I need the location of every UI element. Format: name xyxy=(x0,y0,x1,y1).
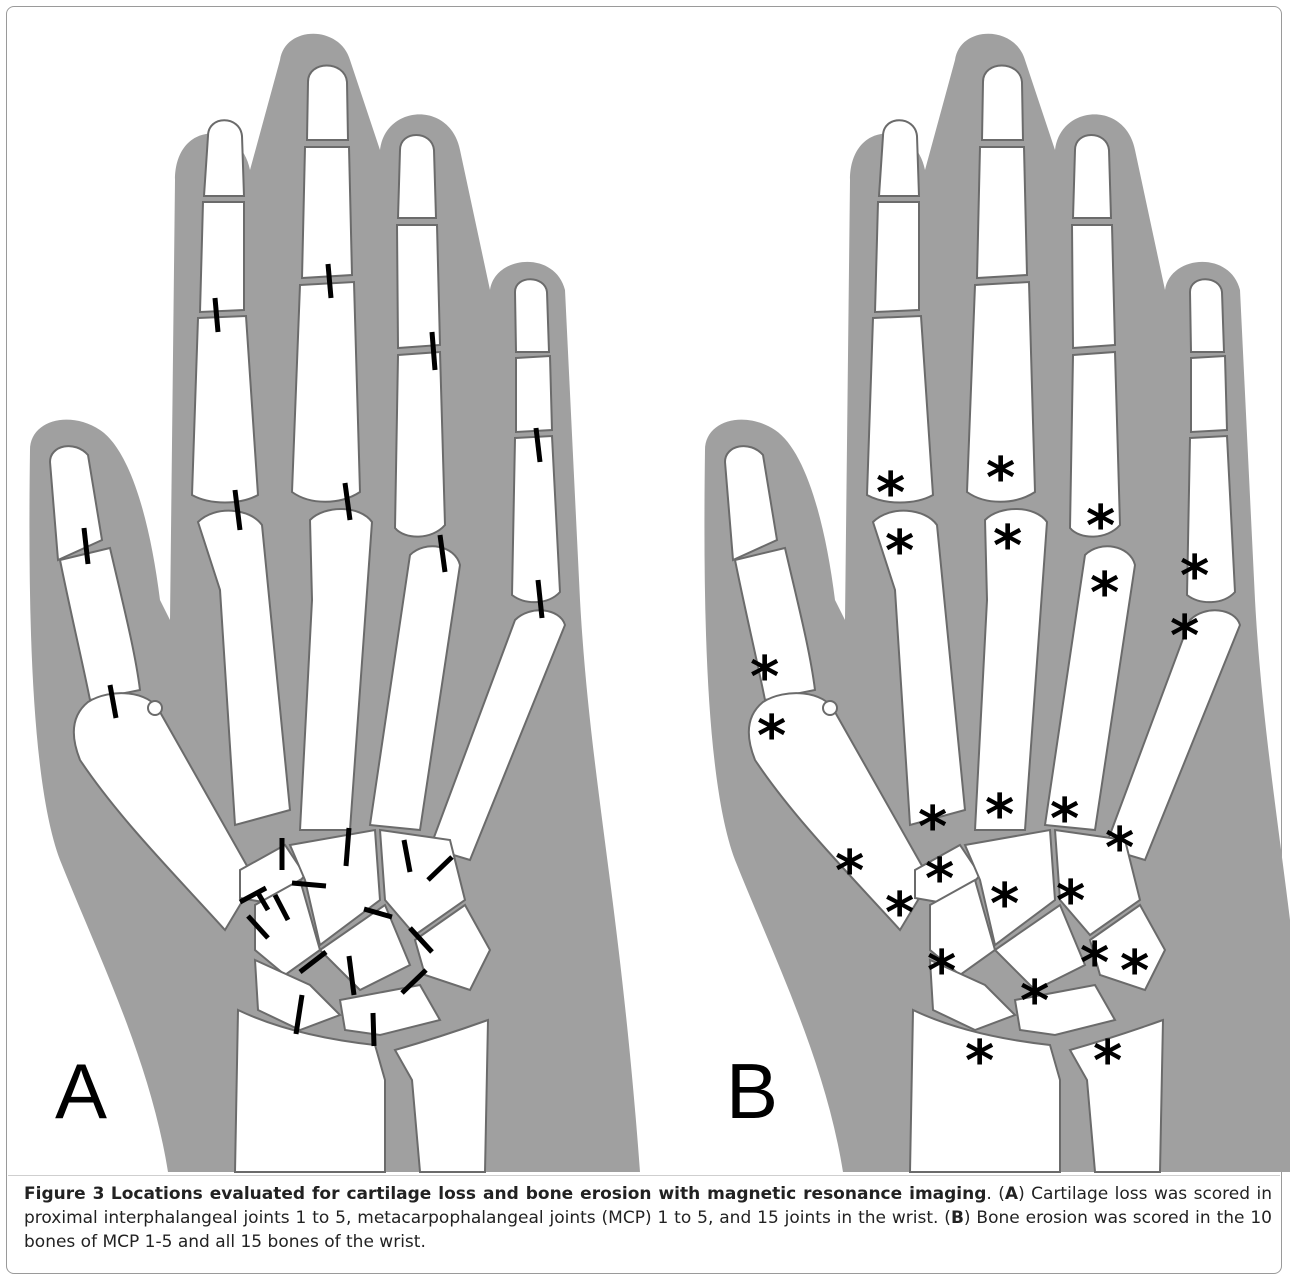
erosion-marker: * xyxy=(990,872,1019,937)
erosion-marker: * xyxy=(925,847,954,912)
erosion-marker: * xyxy=(1120,939,1149,1004)
erosion-marker: * xyxy=(1180,544,1209,609)
erosion-marker: * xyxy=(1105,816,1134,881)
erosion-marker: * xyxy=(985,783,1014,848)
erosion-marker: * xyxy=(1056,869,1085,934)
erosion-marker: * xyxy=(1086,494,1115,559)
caption-ref-a: A xyxy=(1005,1184,1018,1204)
erosion-marker: * xyxy=(1170,604,1199,669)
erosion-marker: * xyxy=(1020,969,1049,1034)
erosion-marker: * xyxy=(927,939,956,1004)
panel-a-hand: A xyxy=(29,34,640,1172)
figure-caption: Figure 3 Locations evaluated for cartila… xyxy=(24,1182,1272,1254)
caption-label: Figure 3 xyxy=(24,1184,104,1204)
erosion-marker: * xyxy=(1093,1029,1122,1094)
erosion-marker: * xyxy=(757,704,786,769)
erosion-marker: * xyxy=(876,461,905,526)
erosion-marker: * xyxy=(986,446,1015,511)
erosion-marker: * xyxy=(1050,787,1079,852)
erosion-marker: * xyxy=(885,519,914,584)
caption-divider xyxy=(8,1175,1280,1176)
erosion-marker: * xyxy=(1080,931,1109,996)
erosion-marker: * xyxy=(965,1029,994,1094)
erosion-marker: * xyxy=(993,514,1022,579)
panel-b-hand: * * * * * * * * * * * * * * * * * * * * … xyxy=(704,34,1290,1172)
erosion-marker: * xyxy=(885,881,914,946)
panel-b-label: B xyxy=(726,1047,778,1135)
caption-title-end: . ( xyxy=(986,1184,1005,1204)
erosion-marker: * xyxy=(1090,561,1119,626)
panel-a-label: A xyxy=(55,1047,107,1135)
erosion-marker: * xyxy=(750,645,779,710)
hand-figure: A * * * * * * * * * * * * * * * * * * * … xyxy=(0,0,1290,1175)
erosion-marker: * xyxy=(835,839,864,904)
caption-title: Locations evaluated for cartilage loss a… xyxy=(111,1184,987,1204)
caption-ref-b: B xyxy=(951,1208,964,1228)
